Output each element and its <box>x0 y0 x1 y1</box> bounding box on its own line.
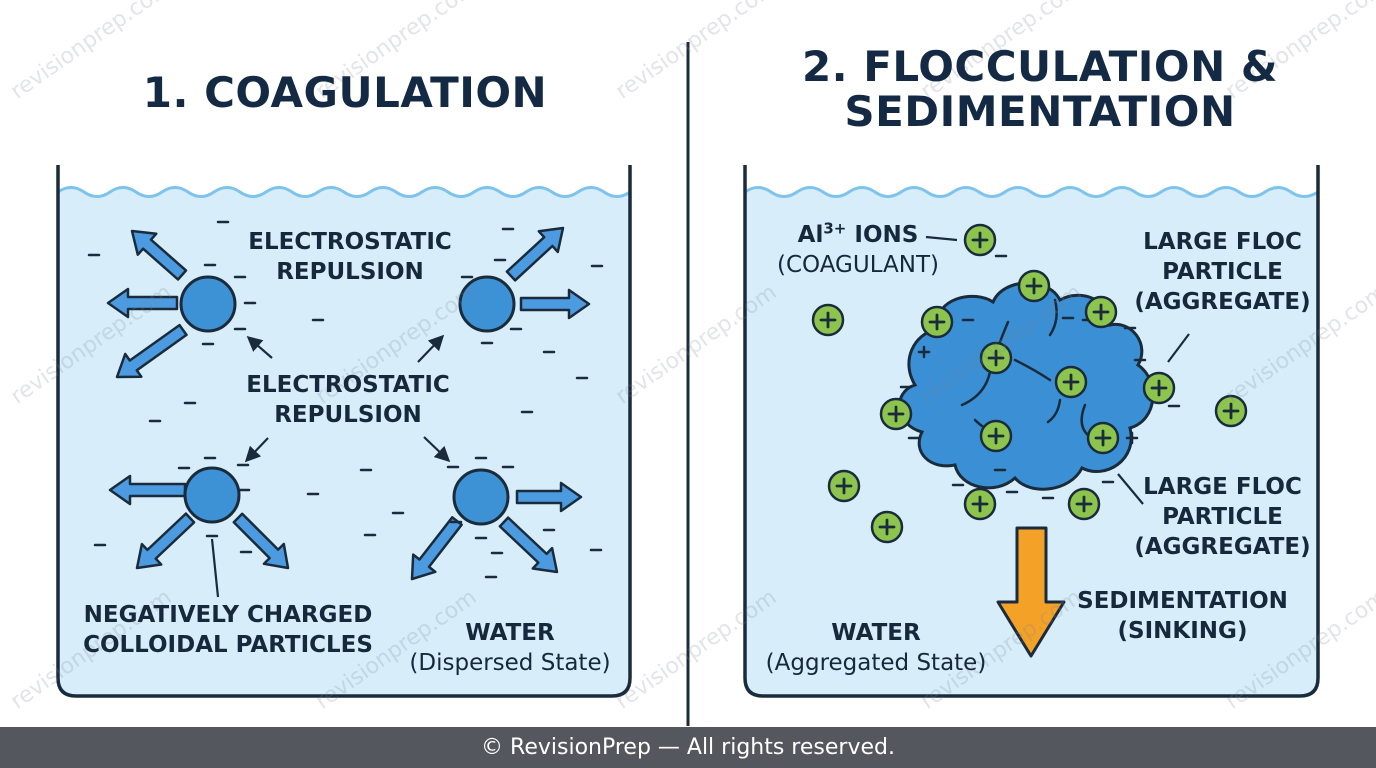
colloidal-particle <box>452 468 510 526</box>
label-line: WATER <box>465 620 555 646</box>
label-al-ions: Al3+ IONS (COAGULANT) <box>768 220 948 280</box>
label-water-dispersed: WATER (Dispersed State) <box>395 618 625 678</box>
repulsion-arrow <box>108 474 187 506</box>
label-al-ions-line1: Al3+ IONS <box>768 220 948 250</box>
cation-icon <box>920 305 954 339</box>
label-part: 3+ <box>823 219 847 238</box>
repulsion-arrow <box>135 512 196 570</box>
cation-icon <box>827 469 861 503</box>
coagulation-title: 1. COAGULATION <box>142 68 548 117</box>
aluminium-cations <box>811 223 1248 544</box>
label-line: (Aggregated State) <box>765 650 987 676</box>
cation-icon <box>1214 394 1248 428</box>
label-line: (AGGREGATE) <box>1134 534 1311 560</box>
floc-bond-lines <box>960 298 1097 442</box>
label-line: (COAGULANT) <box>776 252 940 278</box>
sedimentation-arrow <box>996 526 1066 658</box>
label-line: REPULSION <box>274 402 422 428</box>
tank-wall <box>743 165 1320 698</box>
label-line: ELECTROSTATIC <box>248 229 452 255</box>
cation-icon <box>979 419 1013 453</box>
label-line: (Dispersed State) <box>409 650 611 676</box>
label-line: COLLOIDAL PARTICLES <box>83 632 373 658</box>
label-sedimentation: SEDIMENTATION (SINKING) <box>1075 586 1290 646</box>
positive-charges <box>917 345 1139 445</box>
label-line: PARTICLE <box>1162 504 1283 530</box>
label-line: SEDIMENTATION <box>1077 588 1288 614</box>
label-water-aggregated: WATER (Aggregated State) <box>760 618 992 678</box>
repulsion-arrow <box>130 229 188 281</box>
label-line: WATER <box>831 620 921 646</box>
label-negatively-charged-particles: NEGATIVELY CHARGED COLLOIDAL PARTICLES <box>78 600 378 660</box>
flocculation-title-line1: 2. FLOCCULATION & <box>801 42 1279 91</box>
label-line: ELECTROSTATIC <box>246 372 450 398</box>
label-line: (AGGREGATE) <box>1134 289 1311 315</box>
repulsion-arrows <box>106 226 591 581</box>
cation-icon <box>1017 269 1051 303</box>
cation-icon <box>1142 371 1176 405</box>
cation-icon <box>870 510 904 544</box>
label-large-floc-bottom: LARGE FLOC PARTICLE (AGGREGATE) <box>1130 472 1315 562</box>
cation-icon <box>1086 421 1120 455</box>
cation-icon <box>1084 295 1118 329</box>
repulsion-arrow <box>106 287 179 319</box>
copyright-footer: © RevisionPrep — All rights reserved. <box>0 727 1376 768</box>
colloidal-particles <box>179 275 516 526</box>
water-surface <box>57 186 631 198</box>
label-line: LARGE FLOC <box>1143 474 1302 500</box>
cation-icon <box>979 341 1013 375</box>
cation-icon <box>1067 487 1101 521</box>
colloidal-particle <box>179 275 237 333</box>
repulsion-arrow <box>498 516 559 574</box>
flocculation-title-line2: SEDIMENTATION <box>844 87 1236 136</box>
label-part: IONS <box>846 222 919 248</box>
label-line: REPULSION <box>276 259 424 285</box>
label-line: NEGATIVELY CHARGED <box>83 602 373 628</box>
label-line: (SINKING) <box>1117 618 1248 644</box>
cation-icon <box>1054 365 1088 399</box>
positive-charge-sign <box>1125 431 1139 445</box>
cation-icon <box>879 397 913 431</box>
leader-lines <box>210 235 1190 598</box>
water-surface <box>744 186 1319 198</box>
label-line: PARTICLE <box>1162 259 1283 285</box>
repulsion-arrow <box>410 516 463 581</box>
label-large-floc-top: LARGE FLOC PARTICLE (AGGREGATE) <box>1130 227 1315 317</box>
positive-charge-sign <box>917 345 931 359</box>
repulsion-arrow <box>519 288 591 320</box>
cation-icon <box>811 303 845 337</box>
watermark-text: revisionprep.com <box>611 0 781 104</box>
repulsion-arrow <box>515 481 583 513</box>
repulsion-arrow <box>115 323 188 379</box>
colloidal-particle <box>183 466 241 524</box>
label-electrostatic-repulsion-mid: ELECTROSTATIC REPULSION <box>228 370 468 430</box>
tank-wall <box>56 165 632 698</box>
negative-charges <box>87 220 1181 579</box>
label-part: Al <box>797 222 824 248</box>
colloidal-particle <box>458 275 516 333</box>
label-line: LARGE FLOC <box>1143 229 1302 255</box>
cation-icon <box>963 487 997 521</box>
repulsion-arrow <box>505 226 565 282</box>
cation-icon <box>963 223 997 257</box>
repulsion-arrow <box>232 512 290 570</box>
flocculation-title: 2. FLOCCULATION & SEDIMENTATION <box>760 44 1320 134</box>
label-electrostatic-repulsion-top: ELECTROSTATIC REPULSION <box>230 227 470 287</box>
